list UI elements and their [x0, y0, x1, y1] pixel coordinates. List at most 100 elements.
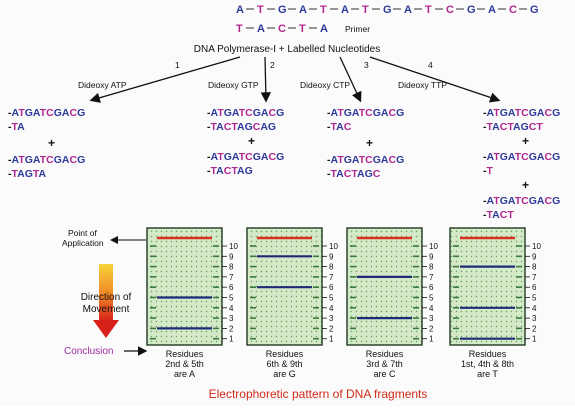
branch-num-1: 1 [175, 60, 180, 70]
branch-num-2: 2 [270, 60, 275, 70]
product-c-seq: -TACTAGC [327, 168, 381, 180]
primer-base: A [320, 23, 328, 35]
residue-caption: are G [273, 369, 296, 379]
lane-number: 7 [229, 273, 234, 282]
lane-number: 5 [229, 294, 234, 303]
lane-number: 1 [429, 335, 434, 344]
lane-number: 9 [229, 252, 234, 261]
lane-number: 3 [329, 314, 334, 323]
product-c-seq: -ATGATCGACG [327, 107, 404, 119]
lane-number: 1 [532, 335, 537, 344]
conclusion-label: Conclusion [64, 346, 113, 357]
branch-arrow-4 [369, 56, 501, 103]
product-a-seq: -ATGATCGACG [8, 154, 85, 166]
lane-number: 9 [532, 252, 537, 261]
template-base: T [257, 4, 264, 16]
lane-number: 8 [229, 263, 234, 272]
lane-number: 5 [329, 294, 334, 303]
direction-label-2: Movement [83, 304, 130, 315]
lane-number: 4 [429, 304, 434, 313]
template-base: T [425, 4, 432, 16]
lane-number: 10 [229, 242, 238, 251]
template-base: T [320, 4, 327, 16]
lane-number: 2 [532, 324, 537, 333]
branch-num-4: 4 [428, 60, 433, 70]
footer-caption: Electrophoretic pattern of DNA fragments [209, 387, 428, 401]
primer-label: Primer [345, 24, 370, 34]
residue-caption: Residues [366, 349, 404, 359]
direction-label-1: Direction of [81, 292, 132, 303]
gel-body [449, 227, 526, 346]
branch-label-ctp: Dideoxy CTP [300, 80, 350, 90]
lane-number: 6 [429, 283, 434, 292]
lane-number: 9 [429, 252, 434, 261]
lane-number: 5 [429, 294, 434, 303]
template-base: A [341, 4, 349, 16]
lane-number: 1 [329, 335, 334, 344]
lane-number: 8 [429, 263, 434, 272]
product-a-seq: -ATGATCGACG [8, 107, 85, 119]
template-base: G [530, 4, 539, 16]
lane-number: 3 [532, 314, 537, 323]
plus-sign: + [522, 178, 529, 192]
plus-sign: + [522, 134, 529, 148]
branch-num-3: 3 [364, 60, 369, 70]
lane-number: 6 [532, 283, 537, 292]
product-g-seq: -ATGATCGACG [207, 107, 284, 119]
lane-number: 4 [329, 304, 334, 313]
branch-label-gtp: Dideoxy GTP [208, 80, 259, 90]
template-base: A [236, 4, 244, 16]
product-sequences: -ATGATCGACG-TA+-ATGATCGACG-TAGTA-ATGATCG… [8, 107, 560, 221]
primer-base: T [299, 23, 306, 35]
lane-number: 10 [532, 242, 541, 251]
branch-arrow-2 [260, 56, 272, 103]
lane-number: 9 [329, 252, 334, 261]
branch-label-ttp: Dideoxy TTP [398, 80, 447, 90]
lane-number: 3 [229, 314, 234, 323]
lane-number: 6 [229, 283, 234, 292]
template-base: A [488, 4, 496, 16]
template-base: C [509, 4, 517, 16]
lane-number: 2 [229, 324, 234, 333]
product-t-seq: -ATGATCGACG [483, 151, 560, 163]
product-t-seq: -ATGATCGACG [483, 195, 560, 207]
residue-caption: are C [373, 369, 396, 379]
branch-arrow-3 [339, 56, 362, 103]
lane-number: 4 [532, 304, 537, 313]
lane-number: 6 [329, 283, 334, 292]
primer-base: T [236, 23, 243, 35]
plus-sign: + [48, 136, 55, 150]
product-t-seq: -TACT [483, 209, 514, 221]
lane-number: 1 [229, 335, 234, 344]
product-g-seq: -TACTAGCAG [207, 121, 276, 133]
lane-number: 7 [532, 273, 537, 282]
product-t-seq: -T [483, 165, 494, 177]
residue-caption: Residues [166, 349, 204, 359]
residue-caption: are A [174, 369, 195, 379]
plus-sign: + [366, 136, 373, 150]
template-base: T [362, 4, 369, 16]
point-of-application-label-2: Application [62, 238, 104, 248]
primer-base: C [278, 23, 286, 35]
product-c-seq: -TAC [327, 121, 352, 133]
lane-number: 2 [429, 324, 434, 333]
product-c-seq: -ATGATCGACG [327, 154, 404, 166]
residue-caption: 2nd & 5th [165, 359, 204, 369]
residue-caption: are T [477, 369, 498, 379]
lane-number: 5 [532, 294, 537, 303]
primer-base: A [257, 23, 265, 35]
lane-number: 10 [429, 242, 438, 251]
lane-number: 4 [229, 304, 234, 313]
product-a-seq: -TAGTA [8, 168, 47, 180]
residue-caption: 6th & 9th [266, 359, 302, 369]
enzyme-label: DNA Polymerase-I + Labelled Nucleotides [194, 44, 380, 55]
residue-caption: 3rd & 7th [366, 359, 403, 369]
template-base: C [446, 4, 454, 16]
lane-number: 10 [329, 242, 338, 251]
